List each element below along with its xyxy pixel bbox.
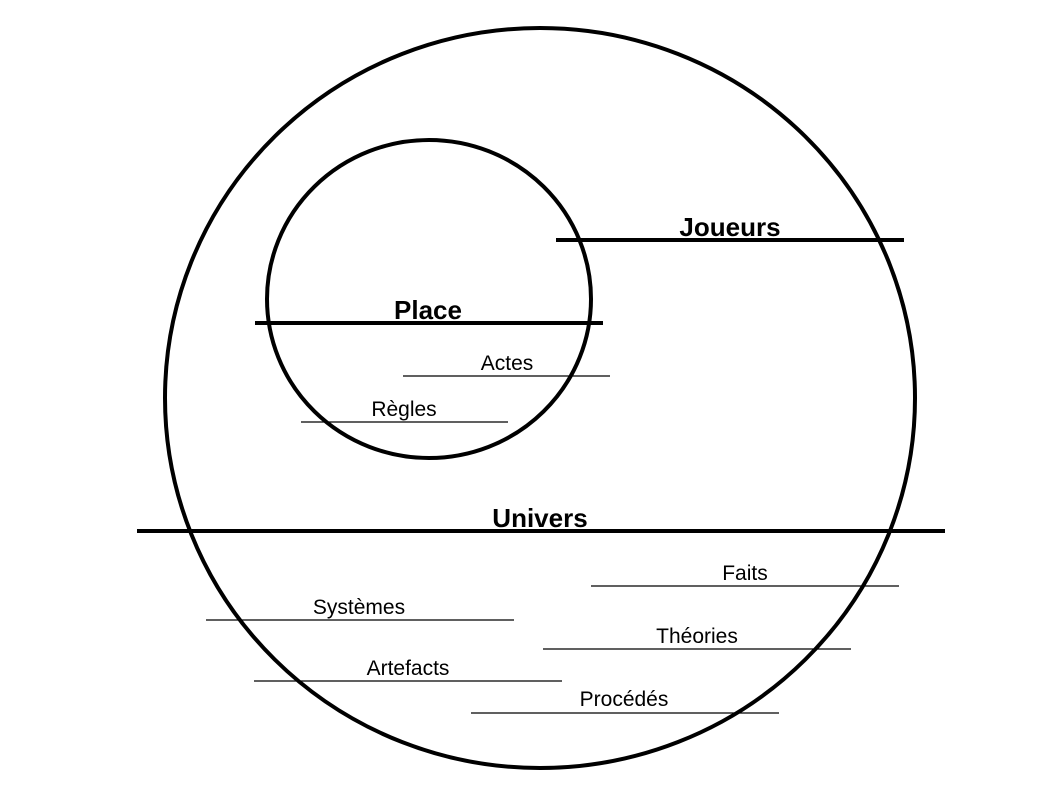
outer-circle (163, 26, 917, 770)
systemes-label: Systèmes (313, 596, 405, 619)
artefacts-label: Artefacts (367, 657, 450, 680)
actes-label: Actes (481, 352, 534, 375)
regles-label: Règles (371, 398, 436, 421)
faits-label: Faits (722, 562, 768, 585)
joueurs-label: Joueurs (679, 212, 780, 242)
place-label: Place (394, 295, 462, 325)
univers-label: Univers (492, 503, 587, 533)
procedes-label: Procédés (580, 688, 669, 711)
inner-circle (265, 138, 593, 460)
theories-label: Théories (656, 625, 738, 648)
